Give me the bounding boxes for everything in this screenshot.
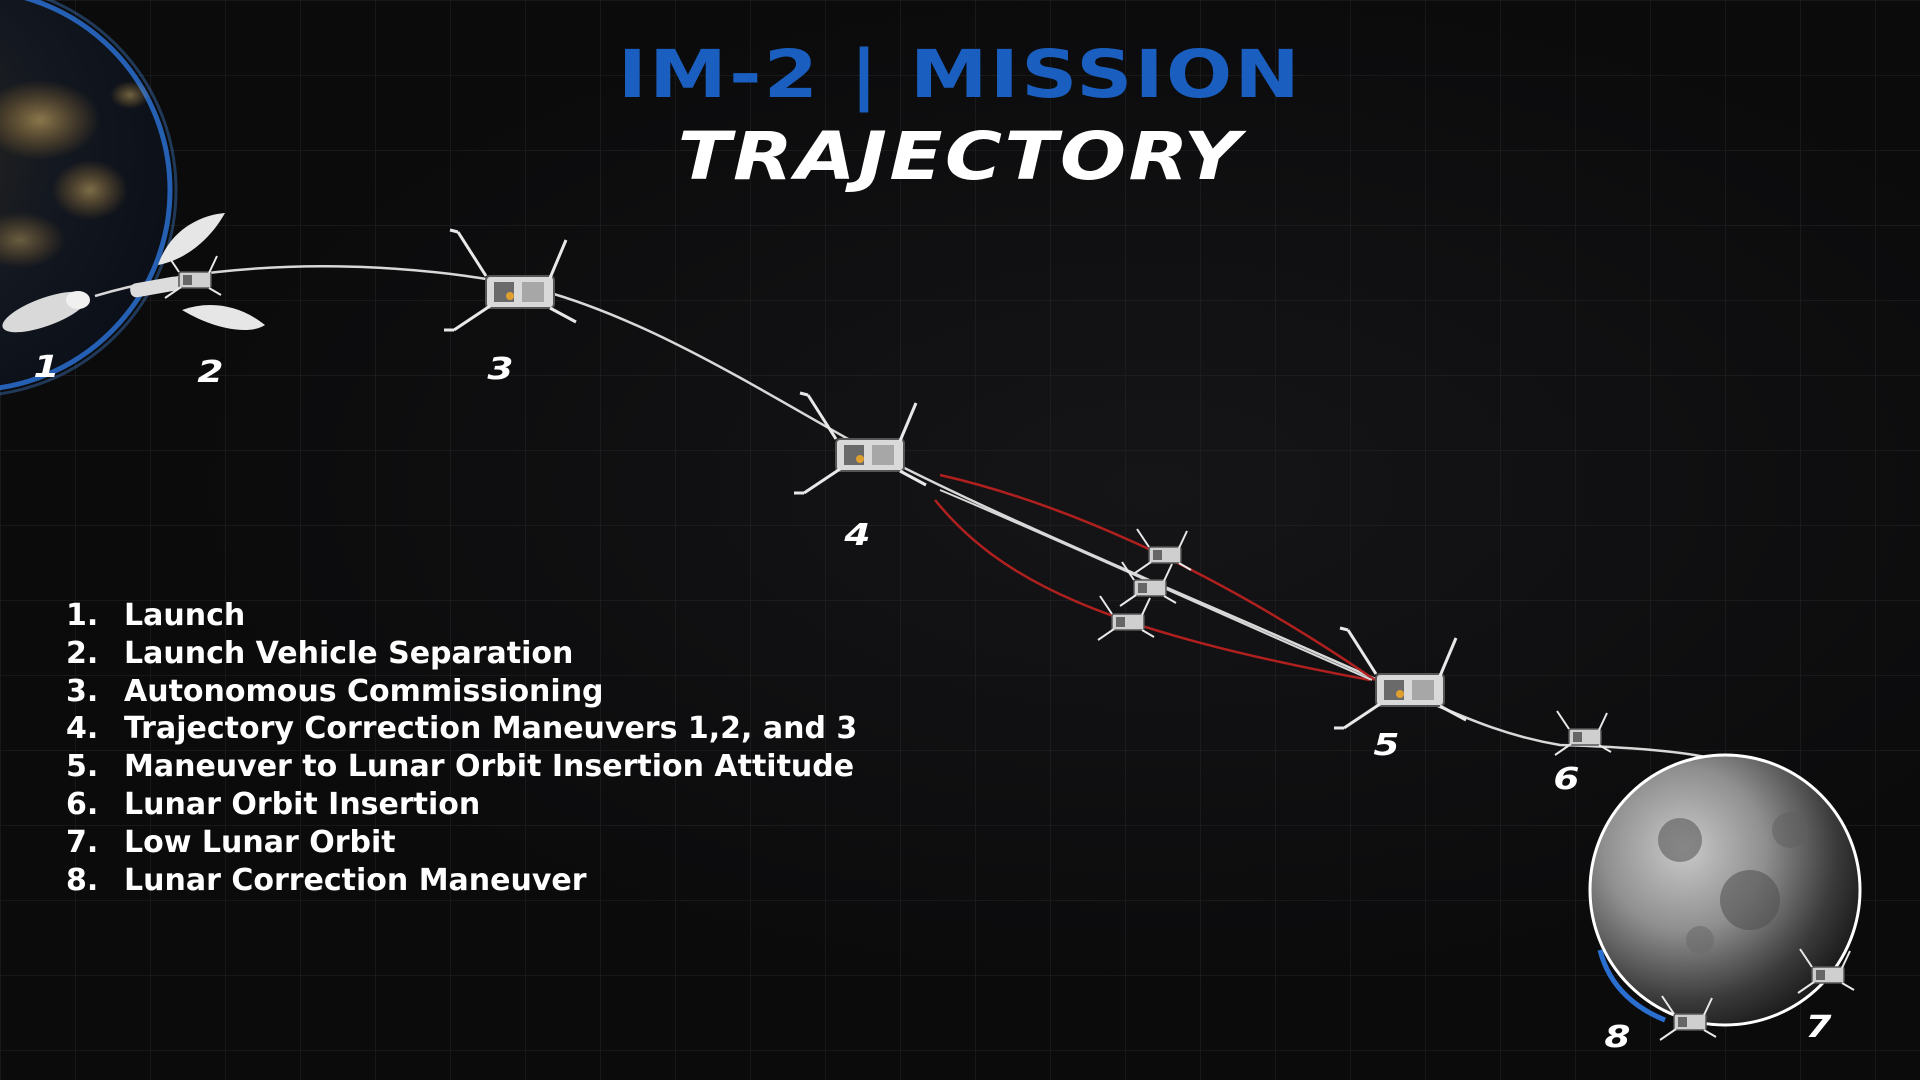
launch-vehicle [2,291,90,333]
legend-item-number: 3. [66,673,99,709]
legend-item-label: Trajectory Correction Maneuvers 1,2, and… [124,711,858,747]
legend-item: 7. Low Lunar Orbit [66,824,857,862]
legend-item-number: 1. [66,598,99,633]
title-mission: IM-2 | MISSION [617,36,1303,113]
step-label-8: 8 [1604,1020,1631,1055]
fairing-separation [130,213,265,330]
legend-item-label: Lunar Orbit Insertion [124,786,481,822]
step-label-4: 4 [844,518,871,553]
spacecraft-tcm-2 [1119,561,1177,607]
legend-item-label: Low Lunar Orbit [124,824,396,860]
step-label-5: 5 [1373,728,1400,763]
earth [0,0,178,396]
legend-item: 3. Autonomous Commissioning [66,673,857,711]
legend-item-label: Lunar Correction Maneuver [124,862,587,898]
correction-path-upper [939,473,1376,682]
legend-item: 2. Launch Vehicle Separation [66,635,857,673]
step-label-7: 7 [1805,1010,1832,1045]
legend-item-label: Autonomous Commissioning [124,673,604,709]
spacecraft-step-6 [1554,710,1612,756]
step-legend: 1. Launch 2. Launch Vehicle Separation 3. A… [66,597,857,899]
legend-item-number: 4. [66,711,99,747]
step-label-1: 1 [33,350,60,385]
legend-item-number: 2. [66,635,99,671]
legend-item-label: Maneuver to Lunar Orbit Insertion Attitu… [124,749,855,785]
legend-item-number: 5. [66,749,99,785]
step-label-3: 3 [487,352,514,387]
step-label-2: 2 [197,355,224,390]
legend-item-number: 7. [66,824,99,860]
correction-path-lower [934,499,1371,682]
legend-item-number: 8. [66,862,99,898]
legend-item-label: Launch [124,598,246,633]
correction-path-middle [939,489,1373,681]
legend-item: 6. Lunar Orbit Insertion [66,786,857,824]
step-label-6: 6 [1553,762,1580,797]
legend-item-label: Launch Vehicle Separation [124,635,574,671]
spacecraft-step-3 [442,228,578,332]
title-trajectory: TRAJECTORY [677,118,1243,195]
legend-item: 8. Lunar Correction Maneuver [66,862,857,900]
main-trajectory-path [94,265,1746,772]
spacecraft-step-4 [792,391,928,495]
legend-item-number: 6. [66,786,99,822]
moon [1588,753,1862,1027]
legend-item: 4. Trajectory Correction Maneuvers 1,2, a… [66,710,857,748]
legend-item: 5. Maneuver to Lunar Orbit Insertion Atti… [66,748,857,786]
legend-item: 1. Launch [66,597,857,635]
